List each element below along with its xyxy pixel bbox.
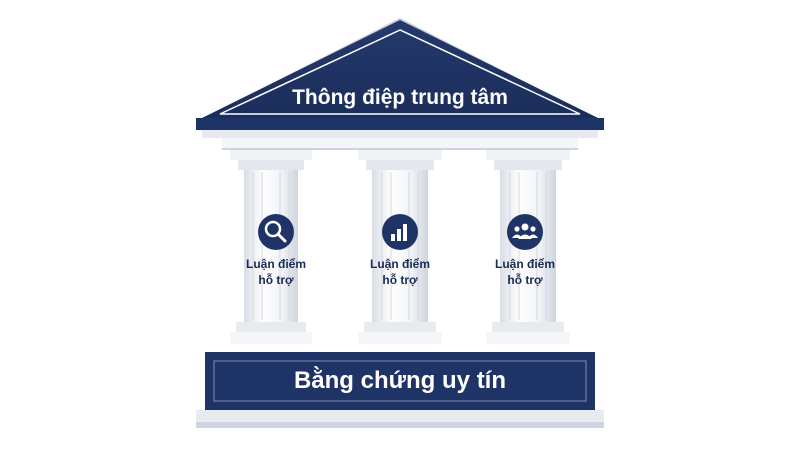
users-icon	[507, 214, 543, 250]
pillar-3-label-line1: Luận điểm	[494, 257, 555, 271]
pillar-1-label: Luận điểm hỗ trợ	[236, 256, 316, 288]
pillar-2-label-line2: hỗ trợ	[382, 273, 418, 287]
roof-title: Thông điệp trung tâm	[292, 86, 508, 109]
pillar-2-label: Luận điểm hỗ trợ	[360, 256, 440, 288]
bar-chart-icon	[382, 214, 418, 250]
pillar-1-label-line1: Luận điểm	[245, 257, 306, 271]
pillar-2-label-line1: Luận điểm	[369, 257, 430, 271]
pillar-3-label: Luận điểm hỗ trợ	[485, 256, 565, 288]
base	[196, 352, 604, 428]
pillar-1	[230, 150, 312, 344]
pillar-3-label-line2: hỗ trợ	[507, 273, 543, 287]
roof	[196, 18, 604, 150]
base-title: Bằng chứng uy tín	[293, 367, 507, 394]
search-icon	[258, 214, 294, 250]
pillar-1-label-line2: hỗ trợ	[258, 273, 294, 287]
